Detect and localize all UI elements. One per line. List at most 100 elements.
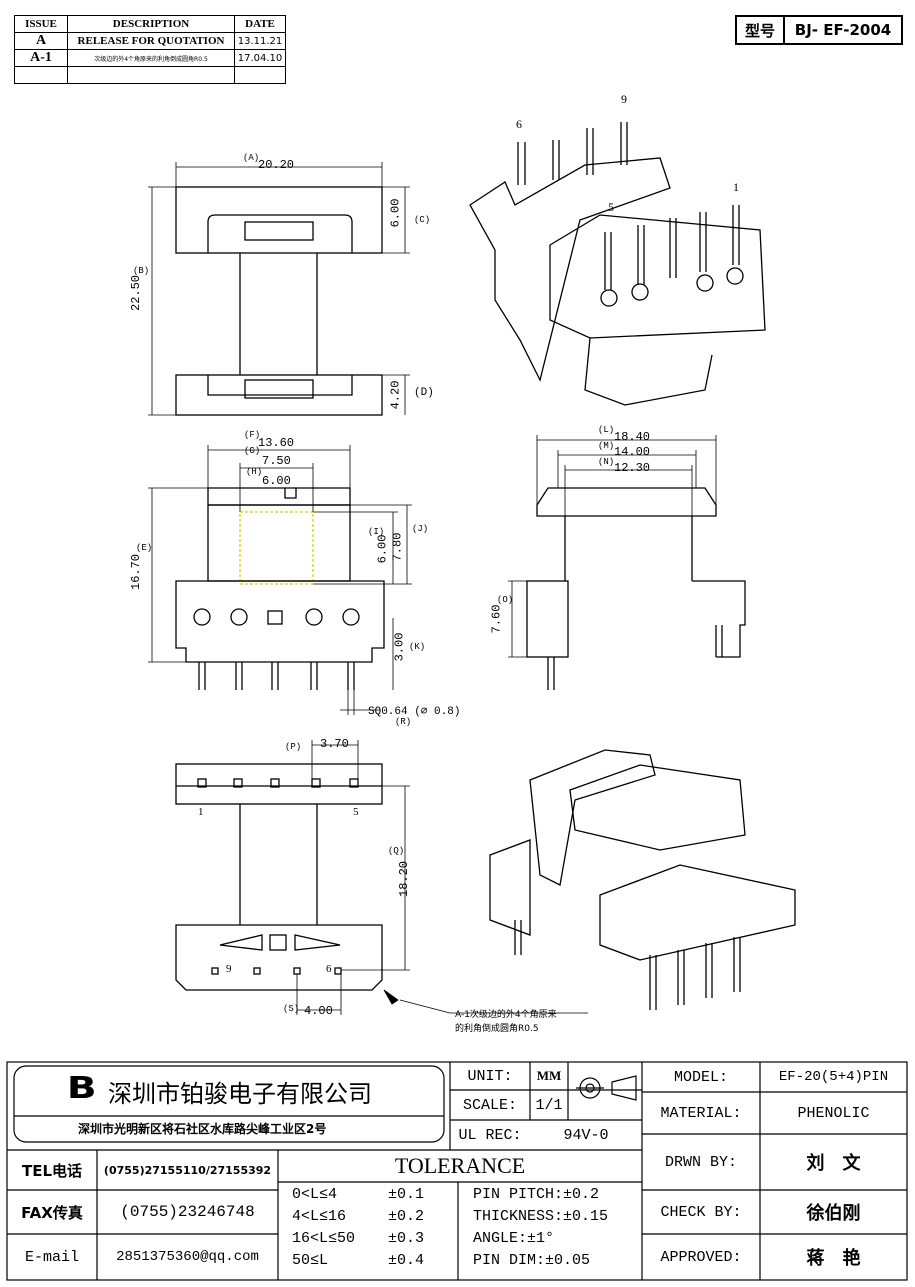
dim-value-i: 6.00 xyxy=(375,534,390,564)
company-name: 深圳市铂骏电子有限公司 xyxy=(108,1080,372,1108)
dim-value-r: SQ0.64 (∅ 0.8) xyxy=(368,706,461,718)
unit-value: MM xyxy=(536,1068,562,1083)
tel-value: (0755)27155110/27155392 xyxy=(103,1163,272,1177)
tel-label: TEL电话 xyxy=(21,1161,83,1180)
dim-tag-b: (B) xyxy=(133,266,150,276)
dim-tag-g: (G) xyxy=(244,446,261,456)
tolerance-extra: THICKNESS:±0.15 xyxy=(473,1208,609,1225)
dim-tag-j: (J) xyxy=(412,524,429,534)
tolerance-extra: PIN DIM:±0.05 xyxy=(473,1252,591,1269)
title-block xyxy=(6,1061,908,1281)
scale-label: SCALE: xyxy=(462,1096,517,1114)
check-by-label: CHECK BY: xyxy=(660,1203,742,1221)
fax-label: FAX传真 xyxy=(21,1203,83,1222)
dim-value-l: 18.40 xyxy=(614,430,651,444)
model-tag-value: BJ- EF-2004 xyxy=(794,21,892,39)
material-label: MATERIAL: xyxy=(660,1104,742,1122)
tolerance-range: 0<L≤4 xyxy=(292,1186,338,1203)
dim-value-e: 16.70 xyxy=(129,553,144,591)
pin-label: 9 xyxy=(621,92,627,106)
pin-label: 1 xyxy=(733,180,739,194)
scale-value: 1/1 xyxy=(535,1096,563,1114)
dim-value-d: 4.20 xyxy=(388,380,403,410)
dim-tag-a: (A) xyxy=(243,153,260,163)
dim-tag-o: (O) xyxy=(497,595,514,605)
ul-label: UL REC: xyxy=(458,1126,522,1144)
dim-value-o: 7.60 xyxy=(489,604,504,634)
check-by-value: 徐伯刚 xyxy=(806,1203,861,1224)
company-address: 深圳市光明新区将石社区水库路尖峰工业区2号 xyxy=(78,1122,327,1136)
dim-value-m: 14.00 xyxy=(614,445,651,459)
dim-tag-k: (K) xyxy=(409,642,426,652)
drawn-by-value: 刘 文 xyxy=(806,1153,861,1174)
bottom-view xyxy=(175,763,383,991)
revision-table: ISSUE DESCRIPTION DATE A RELEASE FOR QUO… xyxy=(14,15,286,84)
dim-tag-i: (I) xyxy=(368,527,385,537)
dim-tag-m: (M) xyxy=(598,441,615,451)
dim-tag-c: (C) xyxy=(414,215,431,225)
isometric-view-bottom xyxy=(489,749,796,1010)
isometric-view-top xyxy=(469,122,766,406)
email-label: E-mail xyxy=(24,1248,79,1266)
dim-tag-q: (Q) xyxy=(388,846,405,856)
dim-tag-r: (R) xyxy=(395,717,412,727)
dim-tag-e: (E) xyxy=(136,543,153,553)
fax-value: (0755)23246748 xyxy=(120,1203,255,1221)
model-tag-label: 型号 xyxy=(737,17,785,43)
email-value: 2851375360@qq.com xyxy=(116,1249,259,1265)
tolerance-value: ±0.4 xyxy=(388,1252,425,1269)
dim-tag-p: (P) xyxy=(285,742,302,752)
rev-date: 17.04.10 xyxy=(234,49,286,67)
model-value: EF-20(5+4)PIN xyxy=(778,1069,889,1085)
tolerance-value: ±0.3 xyxy=(388,1230,425,1247)
dim-value-q: 18.20 xyxy=(397,860,412,898)
top-view xyxy=(175,186,383,416)
dim-value-j: 7.80 xyxy=(390,532,405,562)
dim-value-s: 4.00 xyxy=(304,1004,333,1018)
dim-tag-s: (S) xyxy=(283,1004,300,1014)
dim-tag-h: (H) xyxy=(246,467,263,477)
rev-date xyxy=(234,66,286,84)
material-value: PHENOLIC xyxy=(797,1104,870,1122)
dim-value-c: 6.00 xyxy=(388,198,403,228)
dim-value-a: 20.20 xyxy=(258,158,295,172)
dim-tag-d: (D) xyxy=(414,387,434,399)
approved-label: APPROVED: xyxy=(660,1248,742,1266)
tolerance-extra: ANGLE:±1° xyxy=(473,1230,555,1247)
tolerance-range: 50≤L xyxy=(292,1252,329,1269)
pin-label: 5 xyxy=(353,806,359,818)
dim-tag-n: (N) xyxy=(598,457,615,467)
tolerance-range: 4<L≤16 xyxy=(292,1208,347,1225)
dimension-lines xyxy=(148,162,717,1015)
pin-label: 1 xyxy=(198,806,204,818)
model-tag: 型号 BJ- EF-2004 xyxy=(735,15,903,45)
tolerance-value: ±0.1 xyxy=(388,1186,425,1203)
front-view xyxy=(175,487,385,690)
pin-label: 6 xyxy=(326,963,332,975)
side-view xyxy=(526,487,746,690)
tolerance-title: TOLERANCE xyxy=(394,1153,526,1178)
tolerance-range: 16<L≤50 xyxy=(292,1230,356,1247)
dim-value-k: 3.00 xyxy=(392,632,407,662)
revision-note-line2: 的利角倒成圆角R0.5 xyxy=(455,1024,539,1034)
pin-label: 6 xyxy=(516,117,522,131)
pin-label: 5 xyxy=(608,200,614,214)
dim-value-p: 3.70 xyxy=(320,737,349,751)
revision-note-line1: A-1次级边的外4个角原来 xyxy=(455,1010,557,1020)
model-label: MODEL: xyxy=(673,1068,728,1086)
dim-value-n: 12.30 xyxy=(614,461,651,475)
dim-tag-f: (F) xyxy=(244,430,261,440)
dim-value-f: 13.60 xyxy=(258,436,295,450)
company-logo-icon: B xyxy=(66,1071,97,1106)
dim-value-g: 7.50 xyxy=(262,454,291,468)
dim-value-b: 22.50 xyxy=(129,274,144,312)
unit-label: UNIT: xyxy=(467,1067,513,1085)
ul-value: 94V-0 xyxy=(563,1126,609,1144)
approved-value: 蒋 艳 xyxy=(806,1248,861,1269)
dim-value-h: 6.00 xyxy=(262,474,291,488)
tolerance-value: ±0.2 xyxy=(388,1208,425,1225)
tolerance-extra: PIN PITCH:±0.2 xyxy=(473,1186,600,1203)
dim-tag-l: (L) xyxy=(598,425,615,435)
drawn-by-label: DRWN BY: xyxy=(664,1153,737,1171)
